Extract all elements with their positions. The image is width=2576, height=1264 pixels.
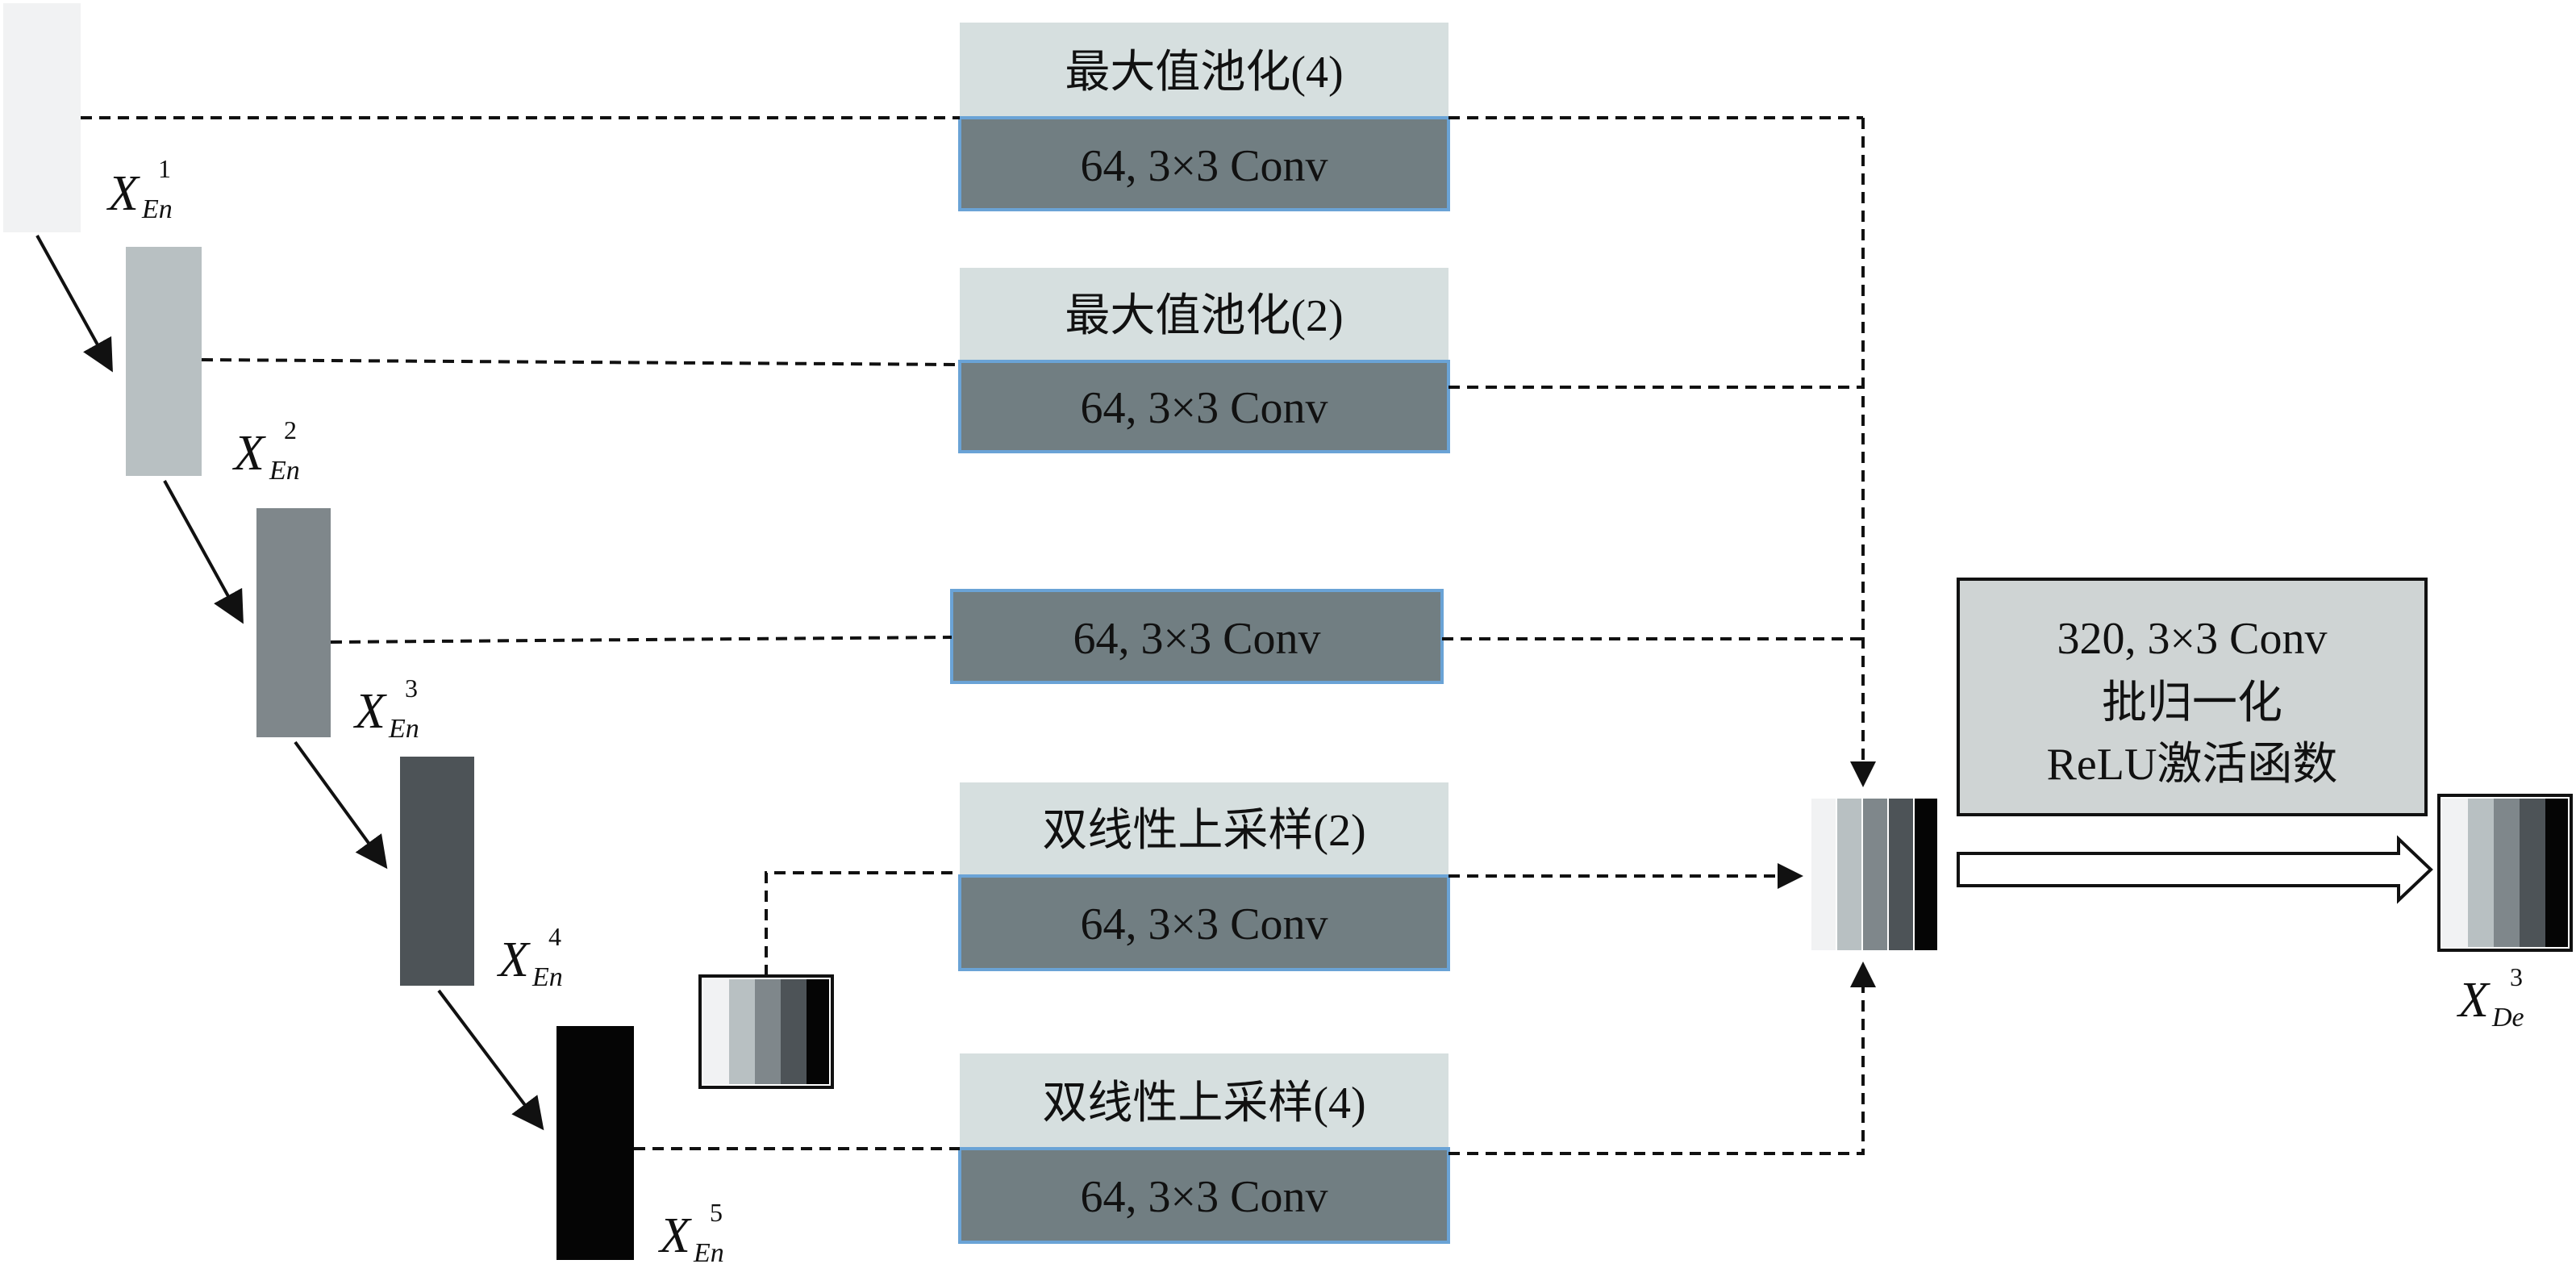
svg-text:X: X: [2456, 973, 2491, 1028]
svg-text:X: X: [231, 426, 266, 481]
output-label: X De 3: [2456, 962, 2524, 1032]
encoder-block-2: [126, 247, 202, 476]
skip-line-4-in: [765, 871, 960, 976]
svg-text:64, 3×3 Conv: 64, 3×3 Conv: [1081, 141, 1328, 191]
branch-4-conv-box: [958, 874, 1450, 971]
encoder-label-3: X En 3: [352, 674, 419, 744]
encoder-label-1: X En 1: [106, 154, 173, 224]
decoder-feature-stack-small: [698, 974, 834, 1089]
svg-text:双线性上采样(2): 双线性上采样(2): [1042, 806, 1365, 856]
svg-text:De: De: [2491, 1003, 2524, 1032]
branch-5-conv-box: [958, 1147, 1450, 1244]
skip-line-2-in: [201, 358, 961, 366]
encoder-block-4: [400, 757, 474, 986]
svg-text:64, 3×3 Conv: 64, 3×3 Conv: [1081, 1172, 1328, 1222]
svg-text:En: En: [269, 456, 300, 486]
encoder-block-3: [256, 508, 331, 737]
svg-text:5: 5: [710, 1198, 723, 1227]
branch-1-conv-box: [958, 116, 1450, 211]
svg-text:X: X: [352, 684, 387, 739]
svg-text:320, 3×3 Conv: 320, 3×3 Conv: [2057, 614, 2328, 664]
encoder-label-5: X En 5: [657, 1198, 724, 1264]
down-arrow-3: [294, 740, 388, 870]
skip-line-3-in: [330, 636, 952, 644]
encoder-block-5: [556, 1026, 634, 1260]
svg-text:批归一化: 批归一化: [2102, 678, 2282, 728]
svg-text:64, 3×3 Conv: 64, 3×3 Conv: [1081, 899, 1328, 949]
svg-text:En: En: [693, 1238, 724, 1264]
branch-4: 双线性上采样(2) 64, 3×3 Conv: [958, 782, 1450, 971]
svg-text:双线性上采样(4): 双线性上采样(4): [1042, 1078, 1365, 1128]
branch-2: 最大值池化(2) 64, 3×3 Conv: [958, 268, 1450, 453]
encoder-label-4: X En 4: [496, 922, 563, 992]
down-arrow-4: [437, 989, 544, 1131]
svg-text:X: X: [657, 1208, 692, 1263]
svg-text:最大值池化(2): 最大值池化(2): [1065, 291, 1343, 341]
branch-2-op-box: [960, 268, 1448, 361]
branch-3: 64, 3×3 Conv: [950, 589, 1444, 684]
svg-text:En: En: [388, 714, 419, 744]
svg-text:X: X: [496, 932, 531, 987]
svg-text:1: 1: [158, 154, 171, 183]
svg-text:En: En: [141, 194, 173, 224]
down-arrow-1: [35, 235, 113, 373]
svg-text:ReLU激活函数: ReLU激活函数: [2047, 740, 2338, 790]
branch-2-conv-box: [958, 360, 1450, 453]
svg-text:3: 3: [405, 674, 418, 703]
branch-1: 最大值池化(4) 64, 3×3 Conv: [958, 23, 1450, 211]
svg-text:2: 2: [284, 415, 297, 444]
svg-text:X: X: [106, 166, 140, 221]
branch-5-op-box: [960, 1053, 1448, 1149]
concat-feature-stack: [1811, 799, 1937, 950]
svg-text:64, 3×3 Conv: 64, 3×3 Conv: [1081, 383, 1328, 433]
branch-1-op-box: [960, 23, 1448, 118]
svg-text:4: 4: [548, 922, 561, 951]
skip-line-5-out: [1448, 962, 1876, 1155]
svg-text:64, 3×3 Conv: 64, 3×3 Conv: [1073, 614, 1321, 664]
encoder-label-2: X En 2: [231, 415, 300, 486]
fusion-box: 320, 3×3 Conv 批归一化 ReLU激活函数: [1957, 578, 2428, 816]
branch-4-op-box: [960, 782, 1448, 876]
output-arrow: [1957, 835, 2433, 904]
output-feature-stack: [2437, 794, 2573, 952]
branch-3-conv-box: [950, 589, 1444, 684]
down-arrow-2: [163, 480, 244, 624]
branch-5: 双线性上采样(4) 64, 3×3 Conv: [958, 1053, 1450, 1244]
encoder-block-1: [3, 3, 81, 232]
svg-text:En: En: [531, 962, 563, 992]
svg-text:最大值池化(4): 最大值池化(4): [1065, 48, 1343, 98]
svg-text:3: 3: [2510, 962, 2523, 991]
